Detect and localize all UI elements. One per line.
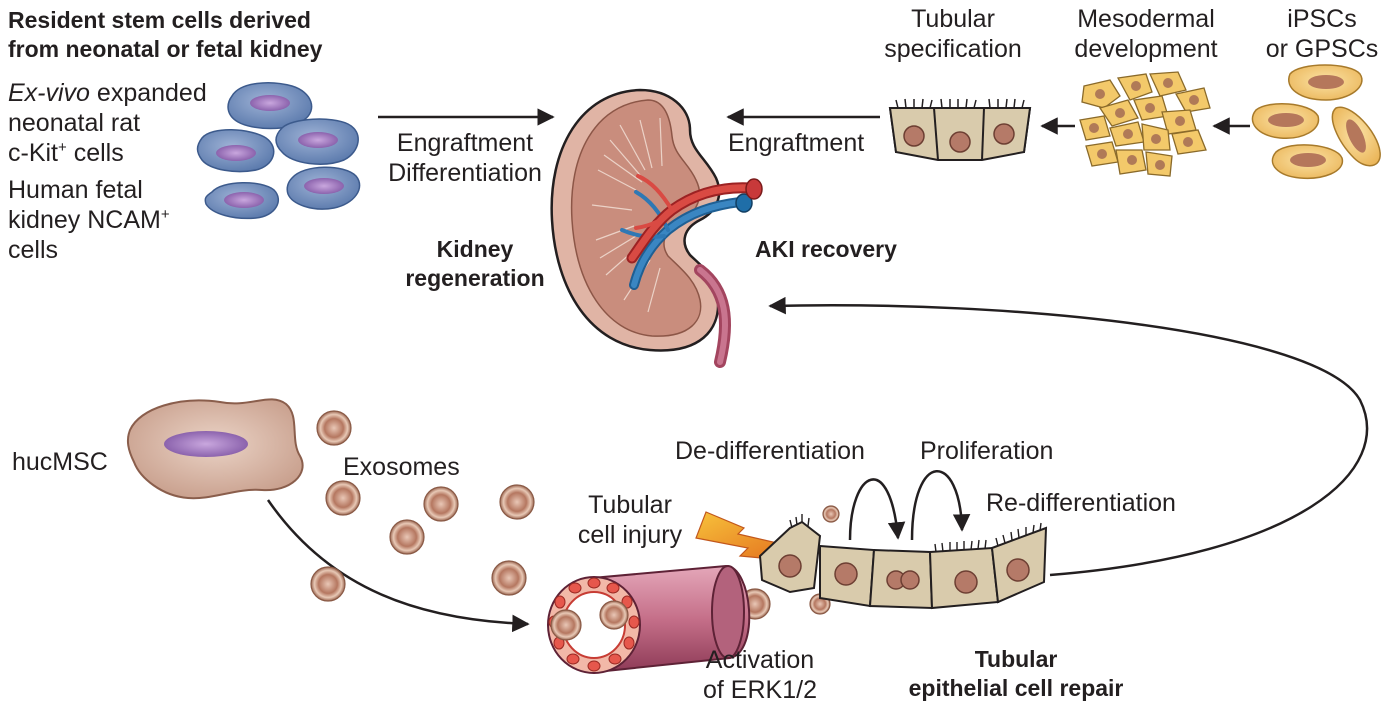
tubular-specification-label: Tubular specification — [868, 4, 1038, 64]
kidney-illustration — [550, 88, 763, 368]
label-text: epithelial cell repair — [908, 675, 1124, 701]
tubular-spec-cells — [888, 98, 1032, 161]
hucmsc-to-vessel-arrow — [266, 499, 530, 633]
label-text: Tubular — [974, 646, 1058, 672]
label-text: Mesodermal — [1077, 5, 1215, 33]
label-sup: + — [58, 139, 67, 156]
stem-source-heading: Resident stem cells derived from neonata… — [8, 6, 322, 64]
exosome — [310, 566, 346, 602]
erk-activation-label: Activation of ERK1/2 — [680, 645, 840, 705]
label-text: Tubular — [911, 5, 995, 33]
redifferentiation-label: Re-differentiation — [986, 489, 1176, 517]
dedifferentiation-arrow — [848, 478, 906, 541]
label-text: of ERK1/2 — [703, 676, 817, 704]
engraftment-label: Engraftment — [728, 129, 865, 157]
hucmsc-label: hucMSC — [12, 448, 108, 476]
exosome — [316, 410, 352, 446]
label-text: cells — [66, 139, 124, 167]
label-text: kidney NCAM — [8, 206, 161, 234]
label-text: specification — [884, 35, 1022, 63]
label-italic: Ex-vivo — [8, 79, 90, 107]
mesodermal-cells — [1079, 71, 1211, 177]
label-text: neonatal rat — [8, 109, 141, 137]
exosome — [491, 560, 527, 596]
tubular-epithelium — [758, 520, 1048, 610]
blue-stem-cells — [196, 82, 361, 220]
label-text: Tubular — [588, 491, 672, 519]
proliferation-arrow — [910, 470, 971, 541]
ips-cell — [1271, 144, 1343, 180]
label-text: cells — [8, 236, 59, 264]
label-text: Kidney — [436, 236, 514, 262]
exosome — [423, 486, 459, 522]
engraft-diff-label: Engraftment Differentiation — [370, 128, 560, 188]
label-text: development — [1074, 35, 1218, 63]
exosome — [325, 480, 361, 516]
blue-cell — [196, 129, 275, 173]
human-cells-label: Human fetal kidney NCAM+ cells — [8, 175, 170, 265]
exosomes-label: Exosomes — [343, 453, 460, 481]
tubular-injury-label: Tubular cell injury — [560, 490, 700, 550]
exosome — [389, 519, 425, 555]
ips-cell — [1331, 106, 1381, 167]
label-text: Differentiation — [388, 159, 542, 187]
tubular-repair-label: Tubular epithelial cell repair — [896, 645, 1136, 703]
ipsc-label: iPSCs or GPSCs — [1252, 4, 1392, 64]
label-text: c-Kit — [8, 139, 58, 167]
kidney-regeneration-label: Kidney regeneration — [395, 235, 555, 293]
label-text: cell injury — [577, 521, 683, 549]
label-sup: + — [160, 206, 170, 223]
aki-recovery-label: AKI recovery — [755, 236, 897, 262]
exosome — [499, 484, 535, 520]
ips-cell — [1251, 103, 1320, 139]
ips-cells — [1251, 64, 1381, 180]
label-text: expanded — [89, 79, 207, 107]
heading-line: Resident stem cells derived — [8, 7, 311, 33]
recovery-loop-arrow — [768, 296, 1369, 577]
exosome — [822, 505, 840, 523]
label-text: or GPSCs — [1265, 35, 1379, 63]
label-text: Human fetal — [8, 176, 143, 204]
label-text: Activation — [705, 646, 815, 674]
blue-cell — [204, 182, 279, 220]
blood-vessel — [547, 564, 751, 674]
proliferation-label: Proliferation — [920, 437, 1054, 465]
dedifferentiation-label: De-differentiation — [675, 437, 865, 465]
label-text: Engraftment — [396, 129, 534, 157]
hucmsc-cell — [126, 398, 304, 500]
ips-cell — [1288, 64, 1363, 101]
label-text: iPSCs — [1287, 5, 1357, 33]
blue-cell — [275, 118, 359, 165]
mesodermal-development-label: Mesodermal development — [1058, 4, 1234, 64]
label-text: regeneration — [405, 265, 545, 291]
blue-cell — [286, 166, 361, 210]
rat-cells-label: Ex-vivo expanded neonatal rat c-Kit+ cel… — [8, 78, 207, 168]
heading-line: from neonatal or fetal kidney — [8, 36, 323, 62]
